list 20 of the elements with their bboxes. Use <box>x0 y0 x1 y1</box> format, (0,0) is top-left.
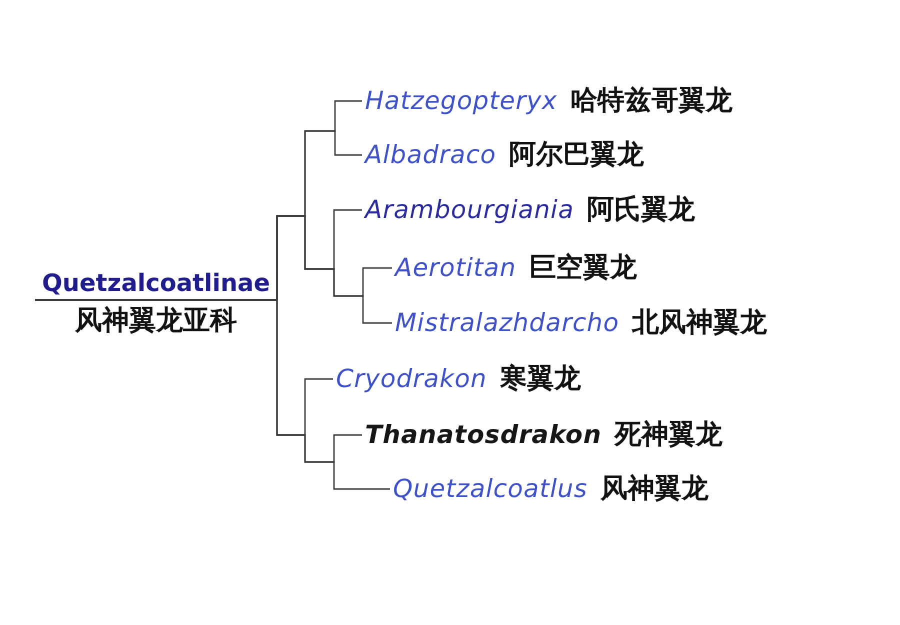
branch-line <box>276 300 390 490</box>
taxon-name: Thanatosdrakon <box>365 420 602 450</box>
common-name: 阿尔巴翼龙 <box>509 139 644 171</box>
taxon-name: Mistralazhdarcho <box>395 308 620 338</box>
taxon-name: Cryodrakon <box>336 364 487 394</box>
common-name: 北风神翼龙 <box>632 307 768 339</box>
common-name: 寒翼龙 <box>500 363 581 395</box>
taxon-name: Albadraco <box>365 140 496 170</box>
common-name: 阿氏翼龙 <box>587 194 695 226</box>
taxon-name: Aerotitan <box>395 253 516 283</box>
common-name: 风神翼龙 <box>600 473 708 505</box>
branch-line <box>276 215 392 324</box>
common-name: 巨空翼龙 <box>529 252 638 284</box>
clade-name: Quetzalcoatlinae <box>35 268 277 301</box>
taxon-name: Arambourgiania <box>365 195 574 225</box>
taxon-name: Quetzalcoatlus <box>393 474 588 504</box>
common-name: 风神翼龙亚科 <box>74 304 238 338</box>
common-name: 死神翼龙 <box>614 419 723 451</box>
taxon-name: Hatzegopteryx <box>365 86 558 116</box>
common-name: 哈特兹哥翼龙 <box>570 85 732 117</box>
